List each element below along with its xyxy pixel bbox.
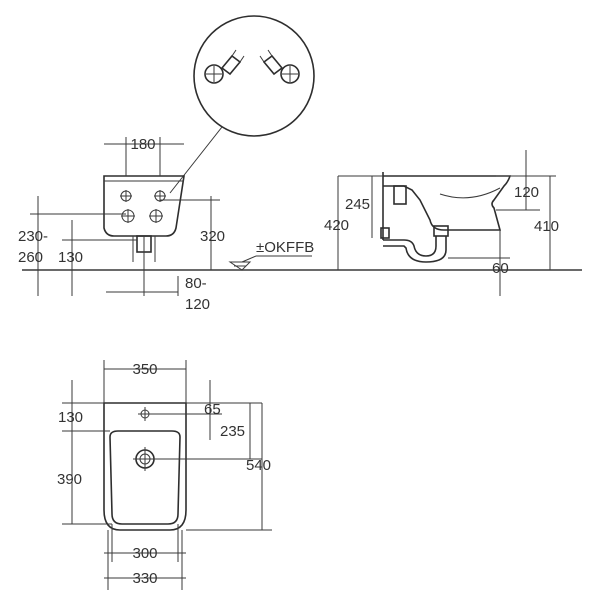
dim-120-offset-label: 120 — [185, 296, 210, 313]
front-view: 180 230- 260 130 320 80- 120 — [18, 136, 225, 313]
dim-80-120: 80- 120 — [106, 275, 210, 313]
dim-130-top-label: 130 — [58, 409, 83, 426]
dim-120-side-label: 120 — [514, 184, 539, 201]
dim-80-label: 80- — [185, 275, 207, 292]
dim-320-label: 320 — [200, 228, 225, 245]
dim-330: 330 — [104, 530, 186, 590]
dim-130-front: 130 — [58, 220, 137, 296]
dim-330-label: 330 — [132, 570, 157, 587]
dim-235: 235 — [154, 402, 262, 460]
side-tap — [393, 185, 407, 205]
dim-300-label: 300 — [132, 545, 157, 562]
valve-detail-callout — [169, 15, 315, 194]
dim-60-label: 60 — [492, 260, 509, 277]
dim-390-label: 390 — [57, 471, 82, 488]
right-valve-icon — [259, 49, 300, 84]
dim-245-label: 245 — [345, 196, 370, 213]
top-bidet-body — [103, 402, 187, 531]
dim-245: 245 — [338, 175, 383, 238]
dim-260-label: 260 — [18, 249, 43, 266]
dim-320: 320 — [160, 196, 225, 270]
top-drain-icon — [133, 447, 157, 471]
side-bidet-body — [383, 175, 512, 231]
top-view: 350 130 390 65 235 — [57, 360, 272, 590]
dim-130-top: 130 — [58, 380, 110, 524]
datum-marker: ±OKFFB — [228, 239, 314, 271]
dim-410-label: 410 — [534, 218, 559, 235]
side-bowl-curve — [439, 187, 501, 199]
dim-180-label: 180 — [130, 136, 155, 153]
top-bowl — [109, 430, 181, 525]
dim-540: 540 — [186, 403, 272, 531]
dim-180: 180 — [104, 136, 184, 176]
dim-65-label: 65 — [204, 401, 221, 418]
dim-540-label: 540 — [246, 457, 271, 474]
side-view: 245 420 120 410 60 — [324, 150, 559, 296]
dim-130-front-label: 130 — [58, 249, 83, 266]
dim-350-label: 350 — [132, 361, 157, 378]
dim-350: 350 — [103, 360, 187, 403]
dim-420-label: 420 — [324, 217, 349, 234]
dim-230-260: 230- 260 — [18, 196, 126, 296]
dim-230-label: 230- — [18, 228, 48, 245]
datum-label: ±OKFFB — [256, 239, 314, 256]
dim-410: 410 — [510, 150, 559, 270]
front-waste-pipe — [132, 235, 156, 296]
dim-420: 420 — [324, 176, 349, 270]
front-bidet-body — [103, 175, 185, 237]
front-supply-points — [120, 190, 166, 223]
side-trap-pipe — [383, 225, 449, 263]
left-valve-icon — [204, 49, 245, 84]
dim-60: 60 — [448, 230, 510, 296]
dim-390: 390 — [57, 471, 112, 525]
dim-120-side: 120 — [496, 175, 540, 211]
dim-65: 65 — [152, 380, 222, 440]
dim-235-label: 235 — [220, 423, 245, 440]
detail-leader-line — [169, 126, 223, 194]
detail-circle — [193, 15, 315, 137]
side-mount — [380, 227, 390, 239]
top-tap-hole-icon — [138, 407, 152, 421]
dim-300: 300 — [104, 524, 186, 562]
